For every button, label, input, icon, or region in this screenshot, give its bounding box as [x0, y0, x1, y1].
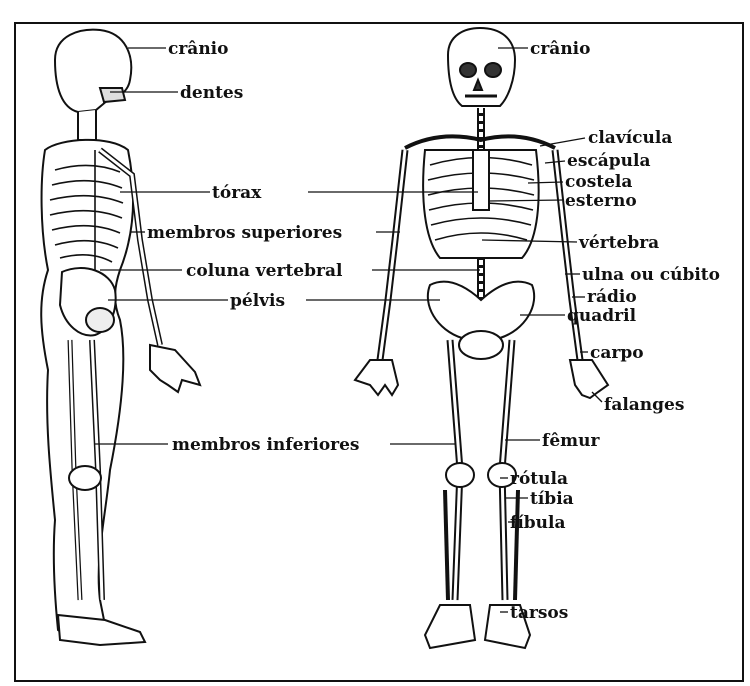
label-rotula: rótula [510, 469, 568, 489]
label-tarsos: tarsos [510, 603, 568, 623]
label-cranio-right: crânio [530, 39, 590, 59]
label-costela: costela [565, 172, 632, 192]
label-carpo: carpo [590, 343, 644, 363]
label-ulna: ulna ou cúbito [582, 265, 720, 285]
label-fibula: fíbula [510, 513, 566, 533]
label-vertebra: vértebra [578, 233, 659, 253]
label-radio: rádio [587, 287, 637, 307]
label-clavicula: clavícula [588, 128, 672, 148]
label-quadril: quadril [567, 306, 637, 326]
label-tibia: tíbia [530, 489, 574, 509]
side-view-skeleton [41, 30, 200, 645]
label-membros-superiores: membros superiores [147, 223, 342, 243]
label-membros-inferiores: membros inferiores [172, 435, 360, 455]
label-torax: tórax [212, 183, 262, 203]
label-cranio-left: crânio [168, 39, 228, 59]
label-femur: fêmur [542, 431, 600, 451]
front-view-skeleton [355, 28, 608, 648]
label-coluna-vertebral: coluna vertebral [186, 261, 343, 281]
label-esterno: esterno [565, 191, 637, 211]
label-escapula: escápula [567, 151, 650, 171]
label-dentes: dentes [180, 83, 243, 103]
labels: crânio dentes tórax membros superiores c… [147, 39, 720, 623]
label-pelvis: pélvis [230, 291, 285, 311]
label-falanges: falanges [604, 395, 684, 415]
